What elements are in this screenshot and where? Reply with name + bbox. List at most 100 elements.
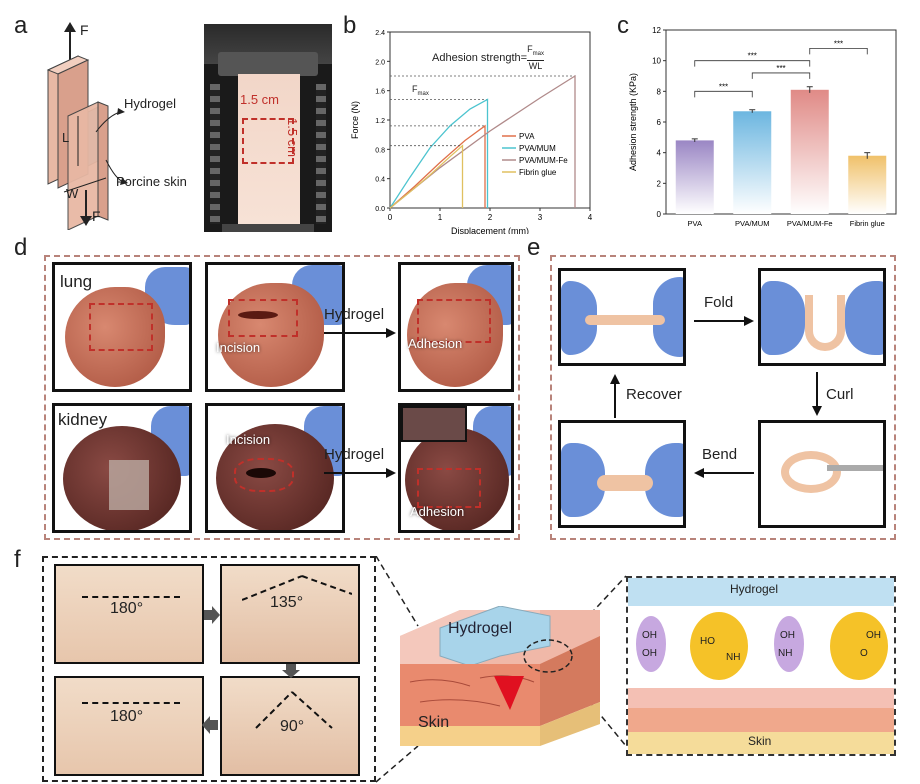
bar-pva-mum-fe <box>790 89 829 214</box>
panel-label-c: c <box>617 12 629 39</box>
left-arrow-icon <box>202 716 218 734</box>
angle-135-lines <box>242 575 352 601</box>
formula-prefix: Adhesion strength= <box>432 51 528 64</box>
y-tick-label: 0.4 <box>375 177 385 184</box>
y-tick-label: 4 <box>657 149 662 158</box>
up-arrow-icon <box>610 374 620 418</box>
lap-shear-schematic <box>46 22 128 230</box>
finger-bent-90-photo <box>220 676 360 776</box>
x-tick-label: 3 <box>538 213 543 222</box>
right-arrow-icon <box>204 606 220 624</box>
lung-photo-original <box>52 262 192 392</box>
category-label: PVA/MUM <box>735 219 769 228</box>
dimension-label-horizontal: 1.5 cm <box>240 92 280 107</box>
bar-pva <box>675 140 714 214</box>
finger-straight-photo-2 <box>54 676 204 776</box>
panel-e-frame <box>550 255 896 540</box>
angle-90-label: 90° <box>280 718 305 735</box>
formula-denominator: WL <box>528 60 543 71</box>
left-arrow-icon <box>694 468 754 478</box>
panel-f-joint-frame <box>42 556 376 782</box>
dimension-label-vertical: 1.5 cm <box>285 118 300 158</box>
legend-label: Fibrin glue <box>519 168 557 177</box>
significance-bracket <box>751 72 811 79</box>
series-line-fibrin-glue <box>389 144 464 209</box>
panel-label-a: a <box>14 12 28 39</box>
significance-label: *** <box>834 39 843 48</box>
hydrogel-block-label: Hydrogel <box>448 620 513 637</box>
hydrogel-flat-photo <box>558 268 686 366</box>
y-tick-label: 8 <box>657 87 662 96</box>
lung-photo-incision <box>205 262 345 392</box>
formula-numerator-sub: max <box>532 50 544 57</box>
significance-label: *** <box>719 82 728 91</box>
formula-numerator: F <box>527 44 533 54</box>
x-tick-label: 2 <box>488 213 493 222</box>
legend-label: PVA <box>519 132 535 141</box>
finger-bent-135-photo <box>220 564 360 664</box>
finger-straight-photo-1 <box>54 564 204 664</box>
tensile-test-photo <box>204 24 332 232</box>
right-arrow-icon <box>324 328 396 338</box>
series-line-pva-mum <box>389 98 489 209</box>
incision-label-lung: Incision <box>216 340 261 355</box>
hydrogel-label: Hydrogel <box>124 96 177 111</box>
x-tick-label: 1 <box>438 213 443 222</box>
pva-moiety-1 <box>636 616 666 672</box>
hydrogel-folded-photo <box>758 268 886 366</box>
kidney-label: kidney <box>58 410 108 429</box>
recover-label: Recover <box>626 386 682 403</box>
adhesion-label-lung: Adhesion <box>408 336 463 351</box>
significance-bracket <box>694 90 753 98</box>
down-arrow-icon <box>282 664 300 678</box>
x-tick-label: 4 <box>588 213 593 222</box>
fold-label: Fold <box>704 294 734 311</box>
y-tick-label: 2.4 <box>375 30 385 37</box>
significance-label: *** <box>748 52 757 61</box>
y-tick-label: 6 <box>657 118 662 127</box>
kidney-photo-adhesion <box>398 403 514 533</box>
width-label: W <box>66 186 79 201</box>
kidney-photo-original <box>52 403 192 533</box>
y-tick-label: 2.0 <box>375 59 385 66</box>
y-tick-label: 2 <box>657 179 662 188</box>
kidney-photo-incision <box>205 403 345 533</box>
y-tick-label: 1.2 <box>375 118 385 125</box>
series-line-pva-mum-fe <box>389 74 576 209</box>
significance-bracket <box>694 60 811 67</box>
x-axis-label: Displacement (mm) <box>451 226 529 234</box>
y-tick-label: 0.8 <box>375 147 385 154</box>
significance-bracket <box>809 47 868 55</box>
series-line-pva <box>389 124 486 209</box>
lung-label: lung <box>60 272 93 291</box>
hydrogel-arrow-label-lung: Hydrogel <box>324 306 385 323</box>
panel-label-b: b <box>343 12 357 39</box>
y-tick-label: 12 <box>652 26 661 35</box>
panel-label-f: f <box>14 546 21 573</box>
right-arrow-icon <box>324 468 396 478</box>
skin-block-label: Skin <box>418 714 450 731</box>
y-tick-label: 10 <box>652 57 661 66</box>
inset-hydrogel-label: Hydrogel <box>730 582 779 596</box>
bend-label: Bend <box>702 446 738 463</box>
incision-label-kidney: Incision <box>226 432 271 447</box>
force-label-top: F <box>80 22 89 38</box>
pva-moiety-2 <box>774 616 804 672</box>
y-axis-label: Force (N) <box>350 101 360 139</box>
fmax-label: Fmax <box>412 84 429 97</box>
fmax-label-sub: max <box>417 90 429 97</box>
angle-180-label-1: 180° <box>110 600 144 617</box>
legend-label: PVA/MUM-Fe <box>519 156 568 165</box>
skin-hydrogel-block-diagram <box>400 606 600 746</box>
angle-135-label: 135° <box>270 594 304 611</box>
molecular-interaction-inset: OH OH HO NH OH NH OH O <box>626 576 896 756</box>
down-arrow-icon <box>812 372 822 416</box>
legend-label: PVA/MUM <box>519 144 556 153</box>
fmax-label-main: F <box>412 84 418 94</box>
category-label: PVA <box>688 219 702 228</box>
bar-fibrin-glue <box>848 155 887 214</box>
hydrogel-curled-photo <box>758 420 886 528</box>
length-label: L <box>62 130 70 145</box>
